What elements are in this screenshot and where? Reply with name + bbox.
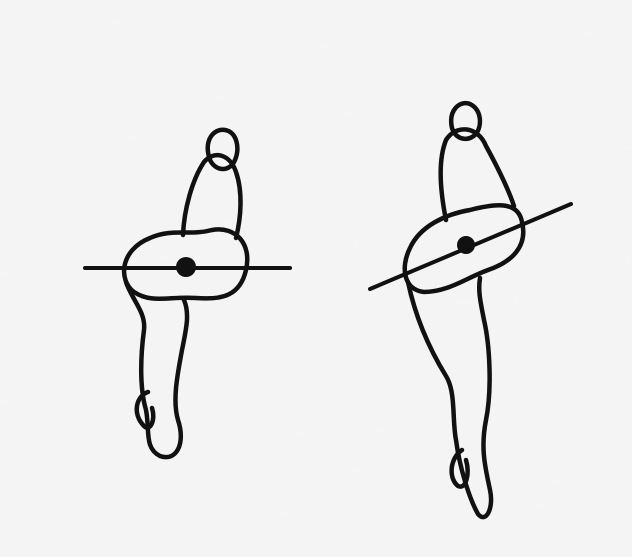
- right-pivot-dot: [457, 236, 475, 254]
- left-pivot-dot: [176, 257, 196, 277]
